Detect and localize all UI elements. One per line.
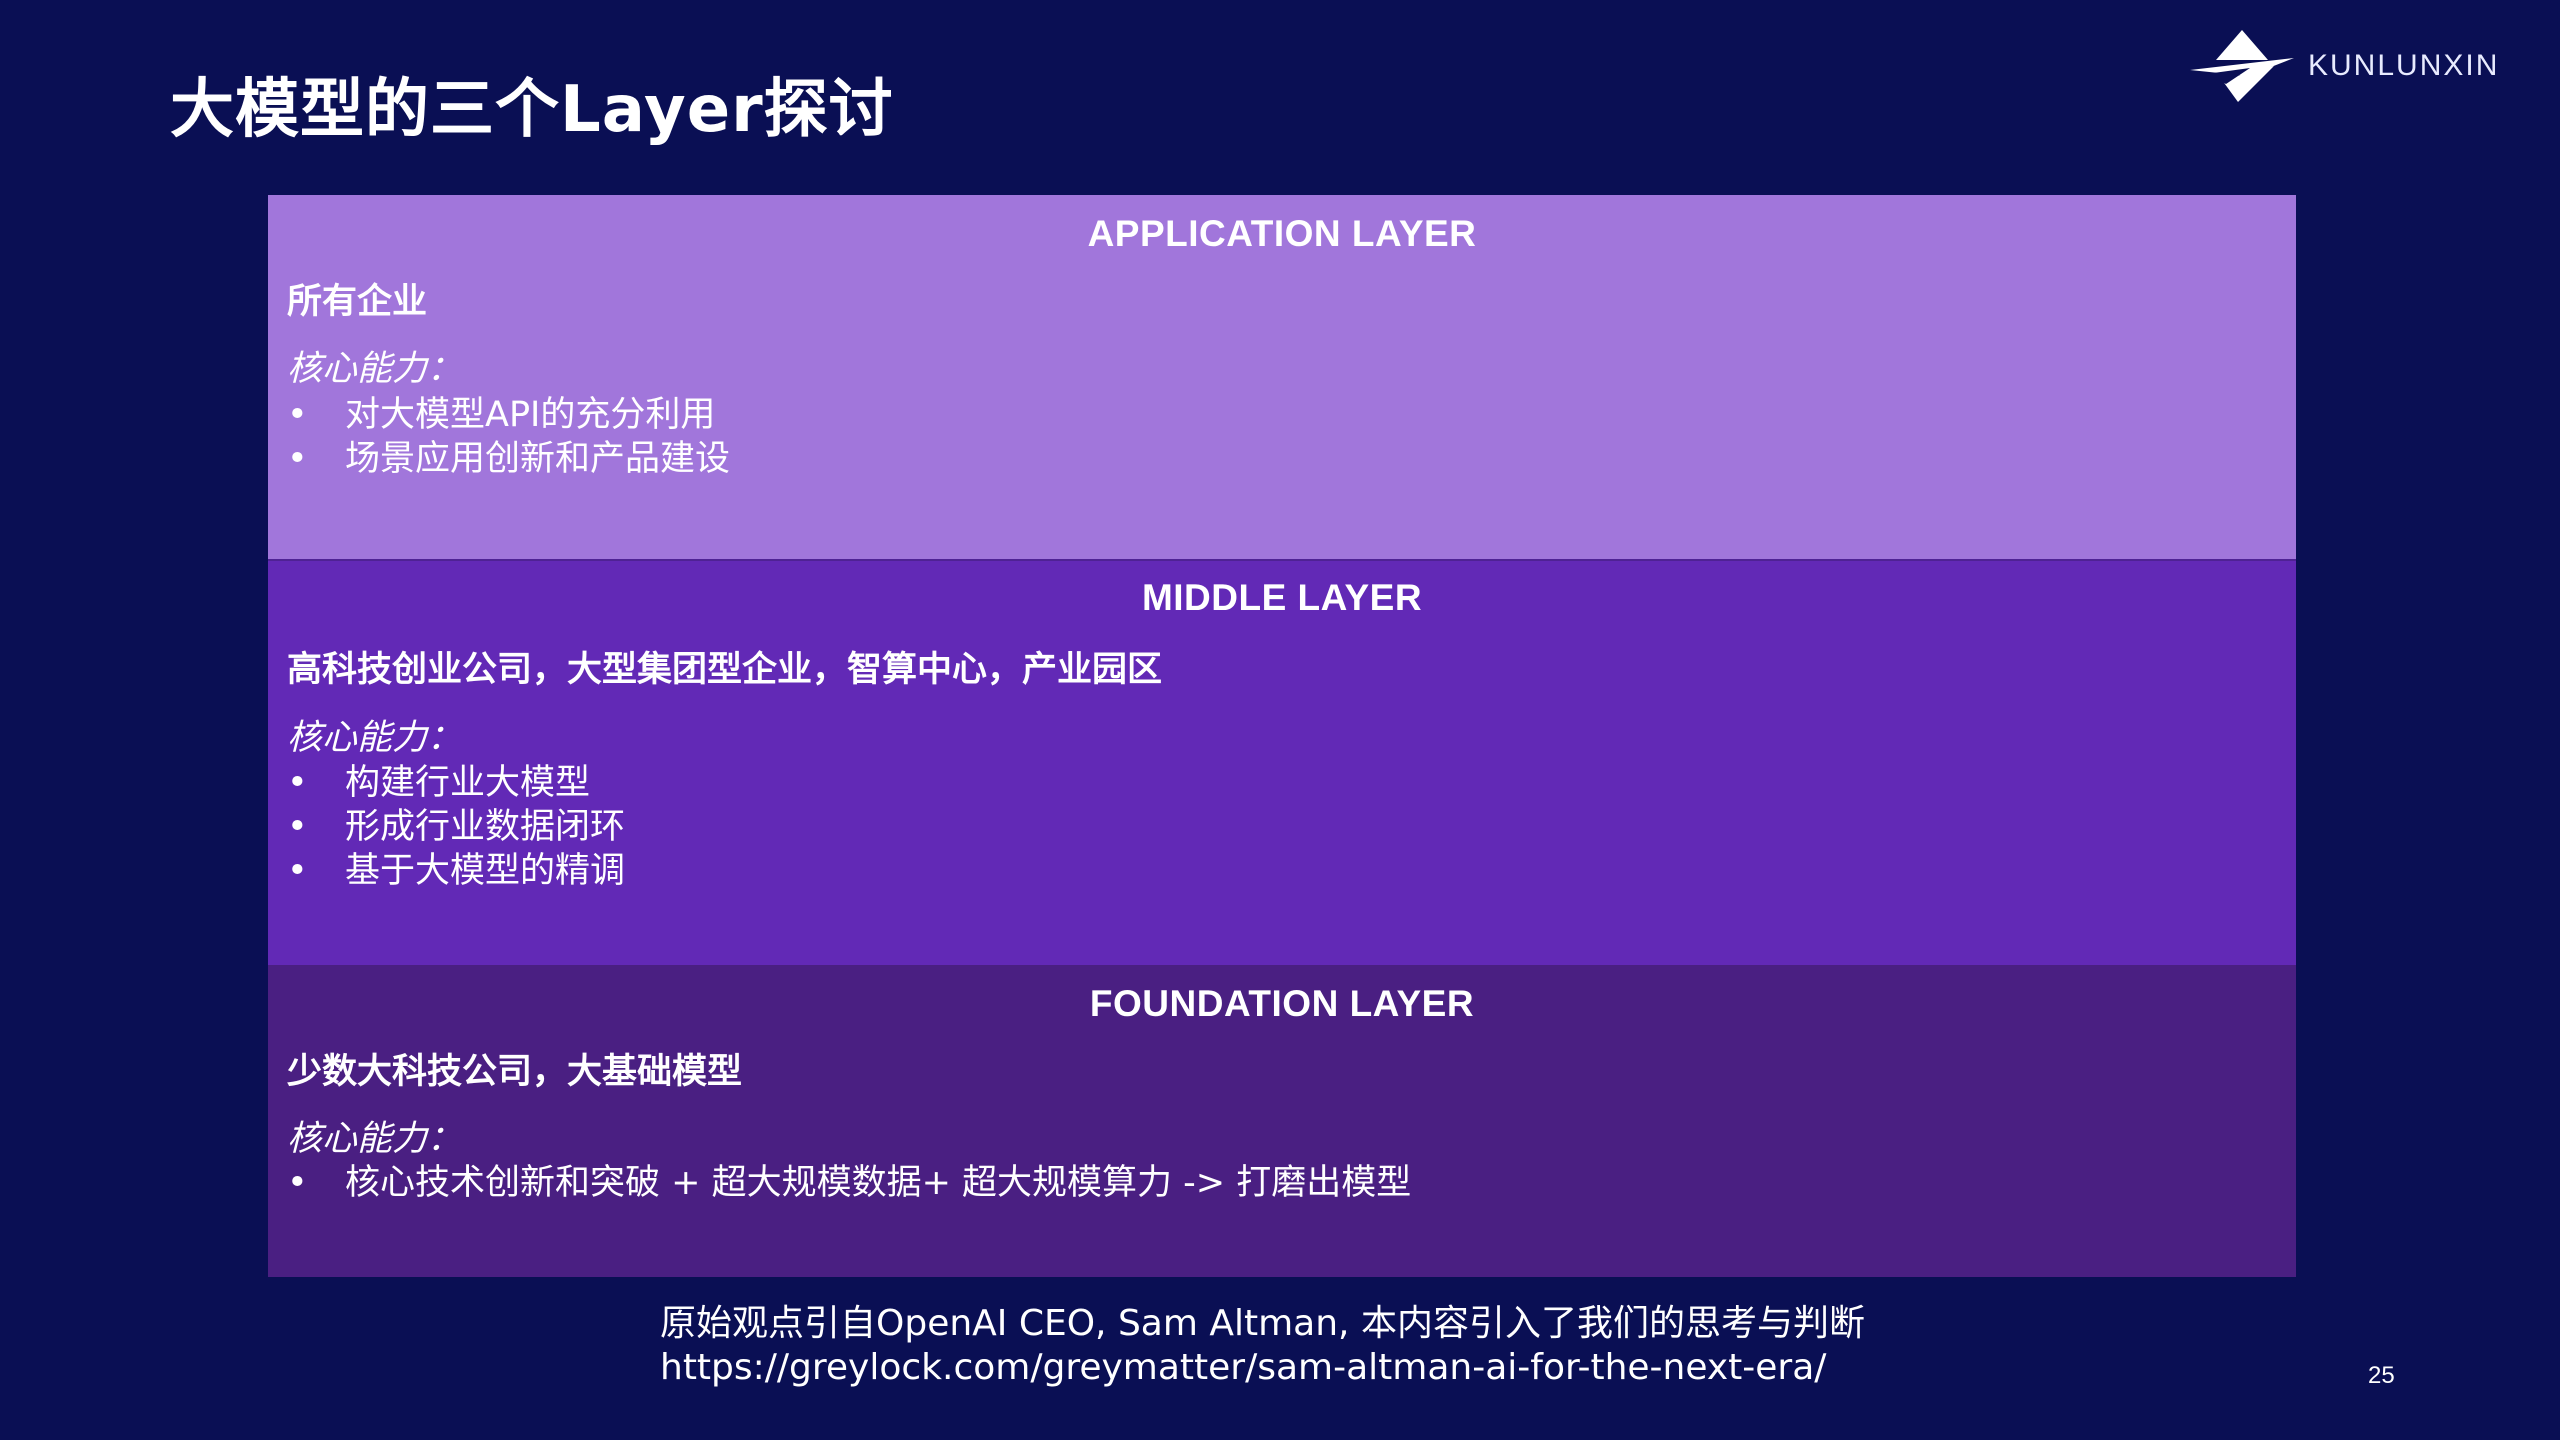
core-capability-label: 核心能力： (287, 349, 463, 389)
source-note: 原始观点引自OpenAI CEO, Sam Altman, 本内容引入了我们的思… (660, 1303, 1865, 1344)
logo-text: KUNLUNXIN (2308, 49, 2500, 82)
core-capability-label: 核心能力： (287, 1119, 463, 1159)
capability-list: 构建行业大模型 形成行业数据闭环 基于大模型的精调 (287, 761, 625, 893)
list-item: 对大模型API的充分利用 (287, 393, 730, 437)
kunlunxin-logo: KUNLUNXIN (2186, 26, 2516, 106)
layer-stack: APPLICATION LAYER 所有企业 核心能力： 对大模型API的充分利… (268, 195, 2296, 1277)
application-layer: APPLICATION LAYER 所有企业 核心能力： 对大模型API的充分利… (268, 195, 2296, 559)
core-capability-label: 核心能力： (287, 718, 463, 758)
list-item: 基于大模型的精调 (287, 849, 625, 893)
layer-audience: 所有企业 (287, 282, 428, 322)
list-item: 场景应用创新和产品建设 (287, 437, 730, 481)
page-number: 25 (2368, 1362, 2395, 1389)
foundation-layer: FOUNDATION LAYER 少数大科技公司，大基础模型 核心能力： 核心技… (268, 965, 2296, 1277)
layer-title: APPLICATION LAYER (1087, 213, 1477, 254)
layer-audience: 少数大科技公司，大基础模型 (287, 1052, 743, 1092)
list-item: 形成行业数据闭环 (287, 805, 625, 849)
capability-list: 核心技术创新和突破 + 超大规模数据+ 超大规模算力 -> 打磨出模型 (287, 1161, 1411, 1205)
page-title: 大模型的三个Layer探讨 (170, 73, 894, 147)
capability-list: 对大模型API的充分利用 场景应用创新和产品建设 (287, 393, 730, 481)
layer-title: MIDDLE LAYER (1141, 577, 1423, 618)
list-item: 核心技术创新和突破 + 超大规模数据+ 超大规模算力 -> 打磨出模型 (287, 1161, 1411, 1205)
layer-audience: 高科技创业公司，大型集团型企业，智算中心，产业园区 (287, 650, 1163, 690)
source-link[interactable]: https://greylock.com/greymatter/sam-altm… (660, 1347, 1827, 1388)
source-citation: 原始观点引自OpenAI CEO, Sam Altman, 本内容引入了我们的思… (660, 1302, 1865, 1390)
list-item: 构建行业大模型 (287, 761, 625, 805)
middle-layer: MIDDLE LAYER 高科技创业公司，大型集团型企业，智算中心，产业园区 核… (268, 559, 2296, 965)
kunlunxin-logo-icon (2190, 30, 2294, 102)
layer-title: FOUNDATION LAYER (1089, 983, 1475, 1024)
